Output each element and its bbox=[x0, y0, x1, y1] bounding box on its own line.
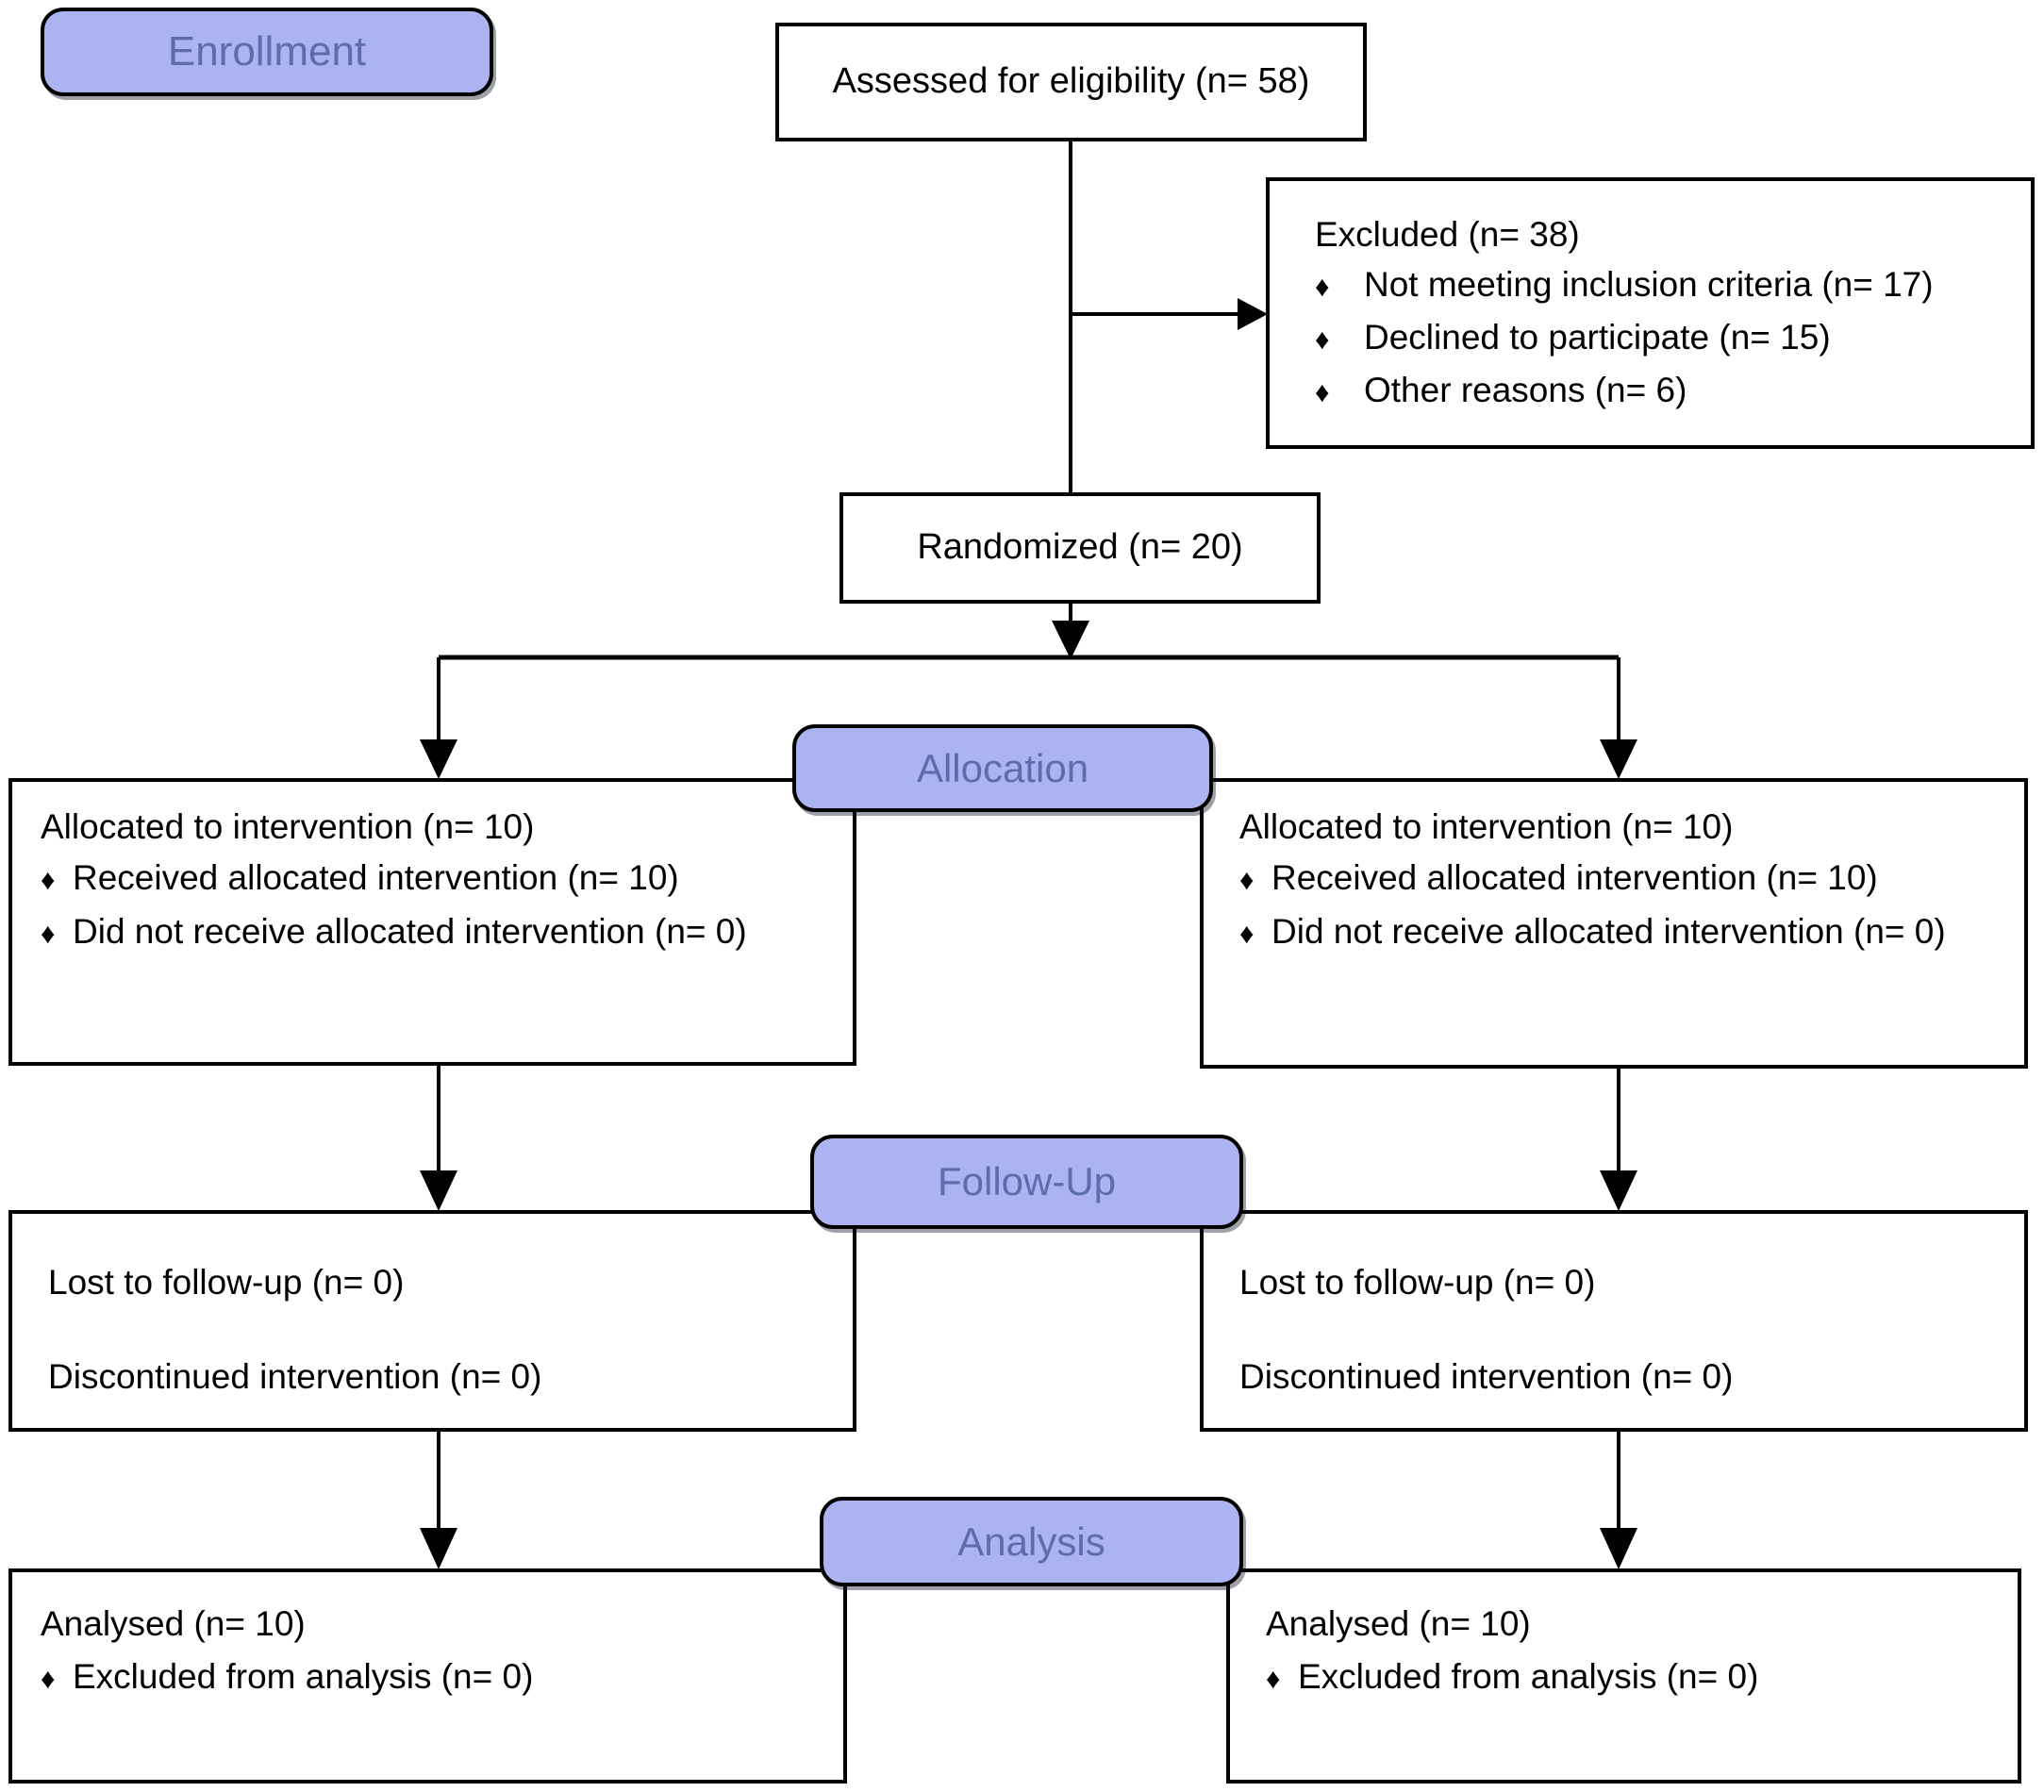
box-analysis-right: Analysed (n= 10) ♦Excluded from analysis… bbox=[1226, 1568, 2021, 1784]
diamond-bullet-icon: ♦ bbox=[1315, 324, 1330, 356]
excluded-item: ♦Other reasons (n= 6) bbox=[1315, 365, 2021, 418]
diamond-bullet-icon: ♦ bbox=[1315, 272, 1330, 303]
arrow-followup-to-analysis-right bbox=[1600, 1432, 1637, 1569]
stage-followup-text: Follow-Up bbox=[937, 1159, 1117, 1203]
excluded-item: ♦Declined to participate (n= 15) bbox=[1315, 312, 2021, 365]
analysis-left-title: Analysed (n= 10) bbox=[41, 1604, 306, 1643]
allocation-right-title: Allocated to intervention (n= 10) bbox=[1239, 807, 1734, 846]
excluded-title: Excluded (n= 38) bbox=[1315, 215, 1580, 254]
arrow-randomized-to-branch bbox=[1052, 604, 1089, 659]
box-assessed-eligibility: Assessed for eligibility (n= 58) bbox=[775, 23, 1367, 141]
allocation-left-item: ♦Did not receive allocated intervention … bbox=[41, 906, 845, 960]
box-allocation-right: Allocated to intervention (n= 10) ♦Recei… bbox=[1200, 778, 2028, 1069]
box-allocation-left: Allocated to intervention (n= 10) ♦Recei… bbox=[8, 778, 856, 1066]
arrow-branch-to-allocation-left bbox=[420, 657, 457, 779]
box-followup-left: Lost to follow-up (n= 0) Discontinued in… bbox=[8, 1210, 856, 1432]
stage-enrollment-text: Enrollment bbox=[167, 28, 367, 75]
allocation-right-item: ♦Did not receive allocated intervention … bbox=[1239, 906, 2017, 960]
stage-allocation-text: Allocation bbox=[916, 745, 1089, 790]
stage-label-followup: Follow-Up bbox=[810, 1135, 1243, 1229]
stage-label-analysis: Analysis bbox=[820, 1497, 1243, 1586]
allocation-left-item: ♦Received allocated intervention (n= 10) bbox=[41, 853, 845, 906]
assessed-text: Assessed for eligibility (n= 58) bbox=[832, 61, 1310, 102]
analysis-right-item: ♦Excluded from analysis (n= 0) bbox=[1266, 1651, 2010, 1706]
diamond-bullet-icon: ♦ bbox=[41, 865, 56, 896]
box-followup-right: Lost to follow-up (n= 0) Discontinued in… bbox=[1200, 1210, 2028, 1432]
followup-right-line: Lost to follow-up (n= 0) bbox=[1239, 1263, 1596, 1302]
analysis-left-item: ♦Excluded from analysis (n= 0) bbox=[41, 1651, 836, 1706]
analysis-right-title: Analysed (n= 10) bbox=[1266, 1604, 1531, 1643]
diamond-bullet-icon: ♦ bbox=[1239, 919, 1255, 950]
stage-label-enrollment: Enrollment bbox=[41, 8, 493, 96]
arrow-assessed-to-excluded bbox=[1071, 298, 1268, 330]
followup-left-line: Lost to follow-up (n= 0) bbox=[48, 1263, 405, 1302]
arrow-branch-to-allocation-right bbox=[1600, 657, 1637, 779]
allocation-left-title: Allocated to intervention (n= 10) bbox=[41, 807, 535, 846]
box-analysis-left: Analysed (n= 10) ♦Excluded from analysis… bbox=[8, 1568, 847, 1784]
randomized-text: Randomized (n= 20) bbox=[917, 527, 1243, 568]
arrow-allocation-to-followup-left bbox=[420, 1066, 457, 1211]
box-excluded: Excluded (n= 38) ♦Not meeting inclusion … bbox=[1266, 177, 2035, 449]
box-randomized: Randomized (n= 20) bbox=[839, 492, 1321, 604]
followup-left-line: Discontinued intervention (n= 0) bbox=[48, 1357, 542, 1396]
diamond-bullet-icon: ♦ bbox=[41, 1664, 56, 1695]
followup-right-line: Discontinued intervention (n= 0) bbox=[1239, 1357, 1734, 1396]
diamond-bullet-icon: ♦ bbox=[1239, 865, 1255, 896]
stage-label-allocation: Allocation bbox=[792, 724, 1213, 812]
excluded-item: ♦Not meeting inclusion criteria (n= 17) bbox=[1315, 259, 2021, 312]
diamond-bullet-icon: ♦ bbox=[1315, 377, 1330, 408]
diamond-bullet-icon: ♦ bbox=[41, 919, 56, 950]
stage-analysis-text: Analysis bbox=[957, 1518, 1105, 1564]
allocation-right-item: ♦Received allocated intervention (n= 10) bbox=[1239, 853, 2017, 906]
diamond-bullet-icon: ♦ bbox=[1266, 1664, 1281, 1695]
arrow-allocation-to-followup-right bbox=[1600, 1069, 1637, 1211]
arrow-followup-to-analysis-left bbox=[420, 1432, 457, 1569]
